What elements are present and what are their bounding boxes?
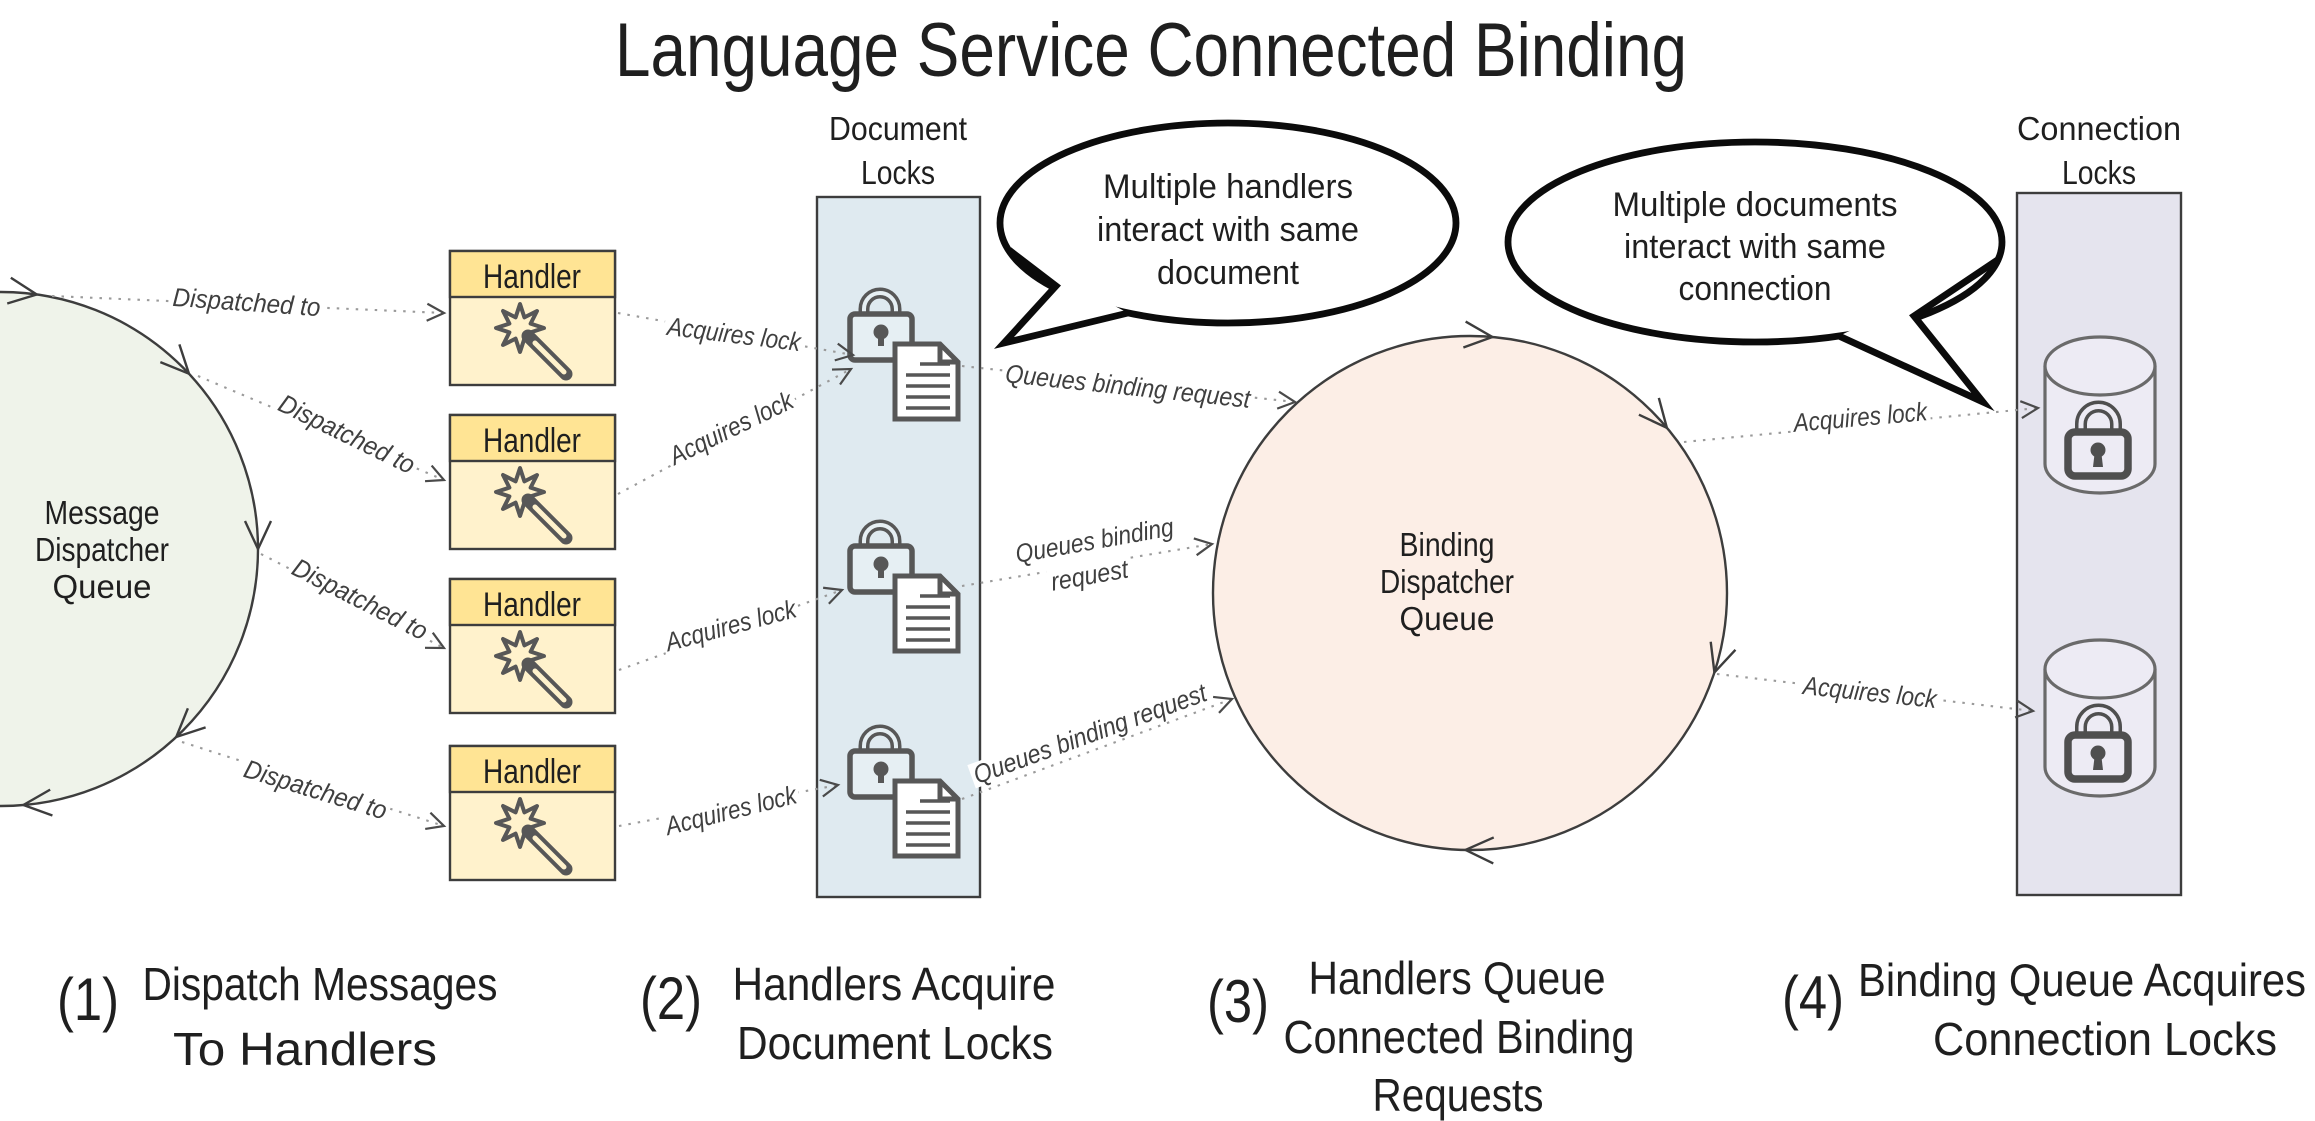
- svg-text:(2): (2): [640, 965, 702, 1032]
- svg-text:Dispatch Messages: Dispatch Messages: [143, 958, 498, 1010]
- svg-text:Queue: Queue: [53, 568, 152, 605]
- svg-text:Handlers Acquire: Handlers Acquire: [733, 958, 1056, 1010]
- svg-text:Dispatcher: Dispatcher: [35, 531, 169, 568]
- svg-text:interact with same: interact with same: [1097, 211, 1359, 249]
- svg-text:(1): (1): [57, 966, 119, 1033]
- svg-text:Binding Queue Acquires: Binding Queue Acquires: [1858, 954, 2306, 1006]
- svg-text:Message: Message: [45, 494, 160, 531]
- svg-text:To Handlers: To Handlers: [173, 1023, 437, 1075]
- svg-text:Language Service Connected Bin: Language Service Connected Binding: [615, 8, 1687, 93]
- svg-text:interact with same: interact with same: [1624, 228, 1886, 266]
- svg-text:Multiple handlers: Multiple handlers: [1103, 168, 1353, 206]
- svg-text:Document: Document: [829, 110, 967, 147]
- svg-text:(3): (3): [1207, 968, 1269, 1035]
- svg-text:Dispatcher: Dispatcher: [1380, 563, 1514, 600]
- svg-text:document: document: [1157, 254, 1300, 292]
- svg-text:Locks: Locks: [861, 154, 935, 191]
- svg-text:Connected Binding: Connected Binding: [1284, 1011, 1635, 1063]
- svg-text:Document Locks: Document Locks: [737, 1017, 1053, 1069]
- svg-text:Queue: Queue: [1400, 600, 1495, 637]
- svg-text:Requests: Requests: [1373, 1069, 1544, 1121]
- svg-text:Connection: Connection: [2017, 110, 2181, 147]
- svg-text:connection: connection: [1679, 270, 1832, 308]
- svg-text:Locks: Locks: [2062, 154, 2136, 191]
- svg-text:Handlers Queue: Handlers Queue: [1309, 952, 1606, 1004]
- svg-text:Connection Locks: Connection Locks: [1933, 1013, 2277, 1065]
- svg-text:Binding: Binding: [1400, 526, 1495, 563]
- svg-text:(4): (4): [1782, 964, 1844, 1031]
- svg-text:Multiple documents: Multiple documents: [1613, 186, 1898, 224]
